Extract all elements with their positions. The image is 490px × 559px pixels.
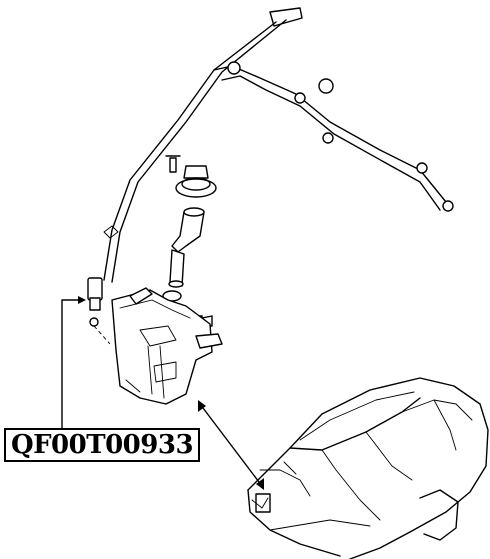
washer-pump — [87, 277, 111, 345]
part-number-label: QF00T00933 — [4, 428, 200, 462]
car-outline — [247, 377, 489, 559]
reservoir-tank — [111, 287, 223, 405]
leader-line — [61, 296, 86, 429]
location-arrow — [198, 400, 264, 490]
filler-cap — [165, 155, 217, 198]
filler-neck — [168, 207, 205, 288]
washer-hose-upper — [103, 7, 454, 283]
